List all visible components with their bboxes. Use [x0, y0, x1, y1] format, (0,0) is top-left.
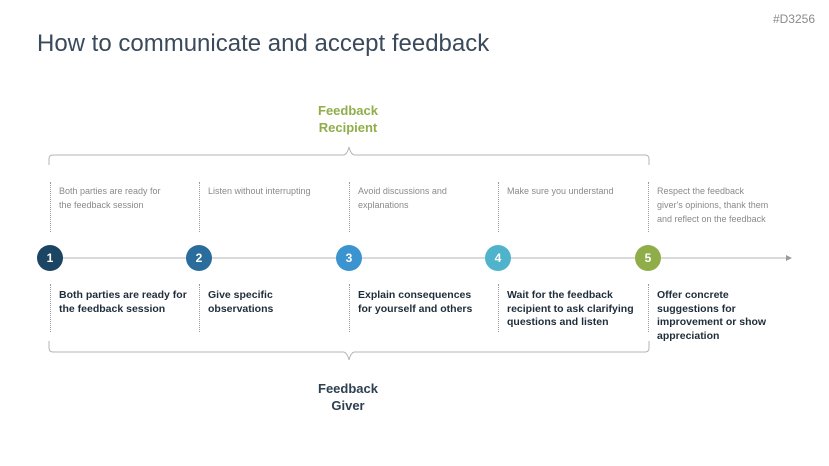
page-title: How to communicate and accept feedback — [37, 30, 490, 57]
step-1-bottom-connector — [50, 284, 51, 332]
step-2-recipient-text: Listen without interrupting — [208, 186, 311, 196]
step-3-top-connector — [349, 182, 350, 232]
step-2-bottom-connector — [199, 284, 200, 332]
bottom-brace — [48, 341, 650, 361]
step-4-recipient-text: Make sure you understand — [507, 186, 614, 196]
step-1-number-badge: 1 — [37, 245, 63, 271]
top-brace — [48, 146, 650, 165]
step-3-giver-text: Explain consequences for yourself and ot… — [358, 289, 473, 315]
step-5-top-connector — [648, 182, 649, 232]
step-4-bottom-connector — [498, 284, 499, 332]
step-1-top-connector — [50, 182, 51, 232]
slide-id-tag: #D3256 — [772, 12, 815, 26]
step-1-recipient-text: Both parties are ready for the feedback … — [59, 186, 161, 210]
step-1-giver-text: Both parties are ready for the feedback … — [59, 289, 187, 315]
step-2-number-badge: 2 — [186, 245, 212, 271]
step-5-giver-text: Offer concrete suggestions for improveme… — [657, 289, 767, 342]
step-3-recipient-text: Avoid discussions and explanations — [358, 186, 447, 210]
step-5-number-badge: 5 — [635, 245, 661, 271]
step-5-bottom-connector — [648, 284, 649, 332]
step-3-number-badge: 3 — [336, 245, 362, 271]
step-4-number-badge: 4 — [485, 245, 511, 271]
step-2-top-connector — [199, 182, 200, 232]
step-5-recipient-text: Respect the feedback giver's opinions, t… — [657, 186, 769, 224]
step-4-giver-text: Wait for the feedback recipient to ask c… — [507, 289, 634, 328]
step-3-bottom-connector — [349, 284, 350, 332]
step-2-giver-text: Give specific observations — [208, 289, 274, 315]
step-4-top-connector — [498, 182, 499, 232]
